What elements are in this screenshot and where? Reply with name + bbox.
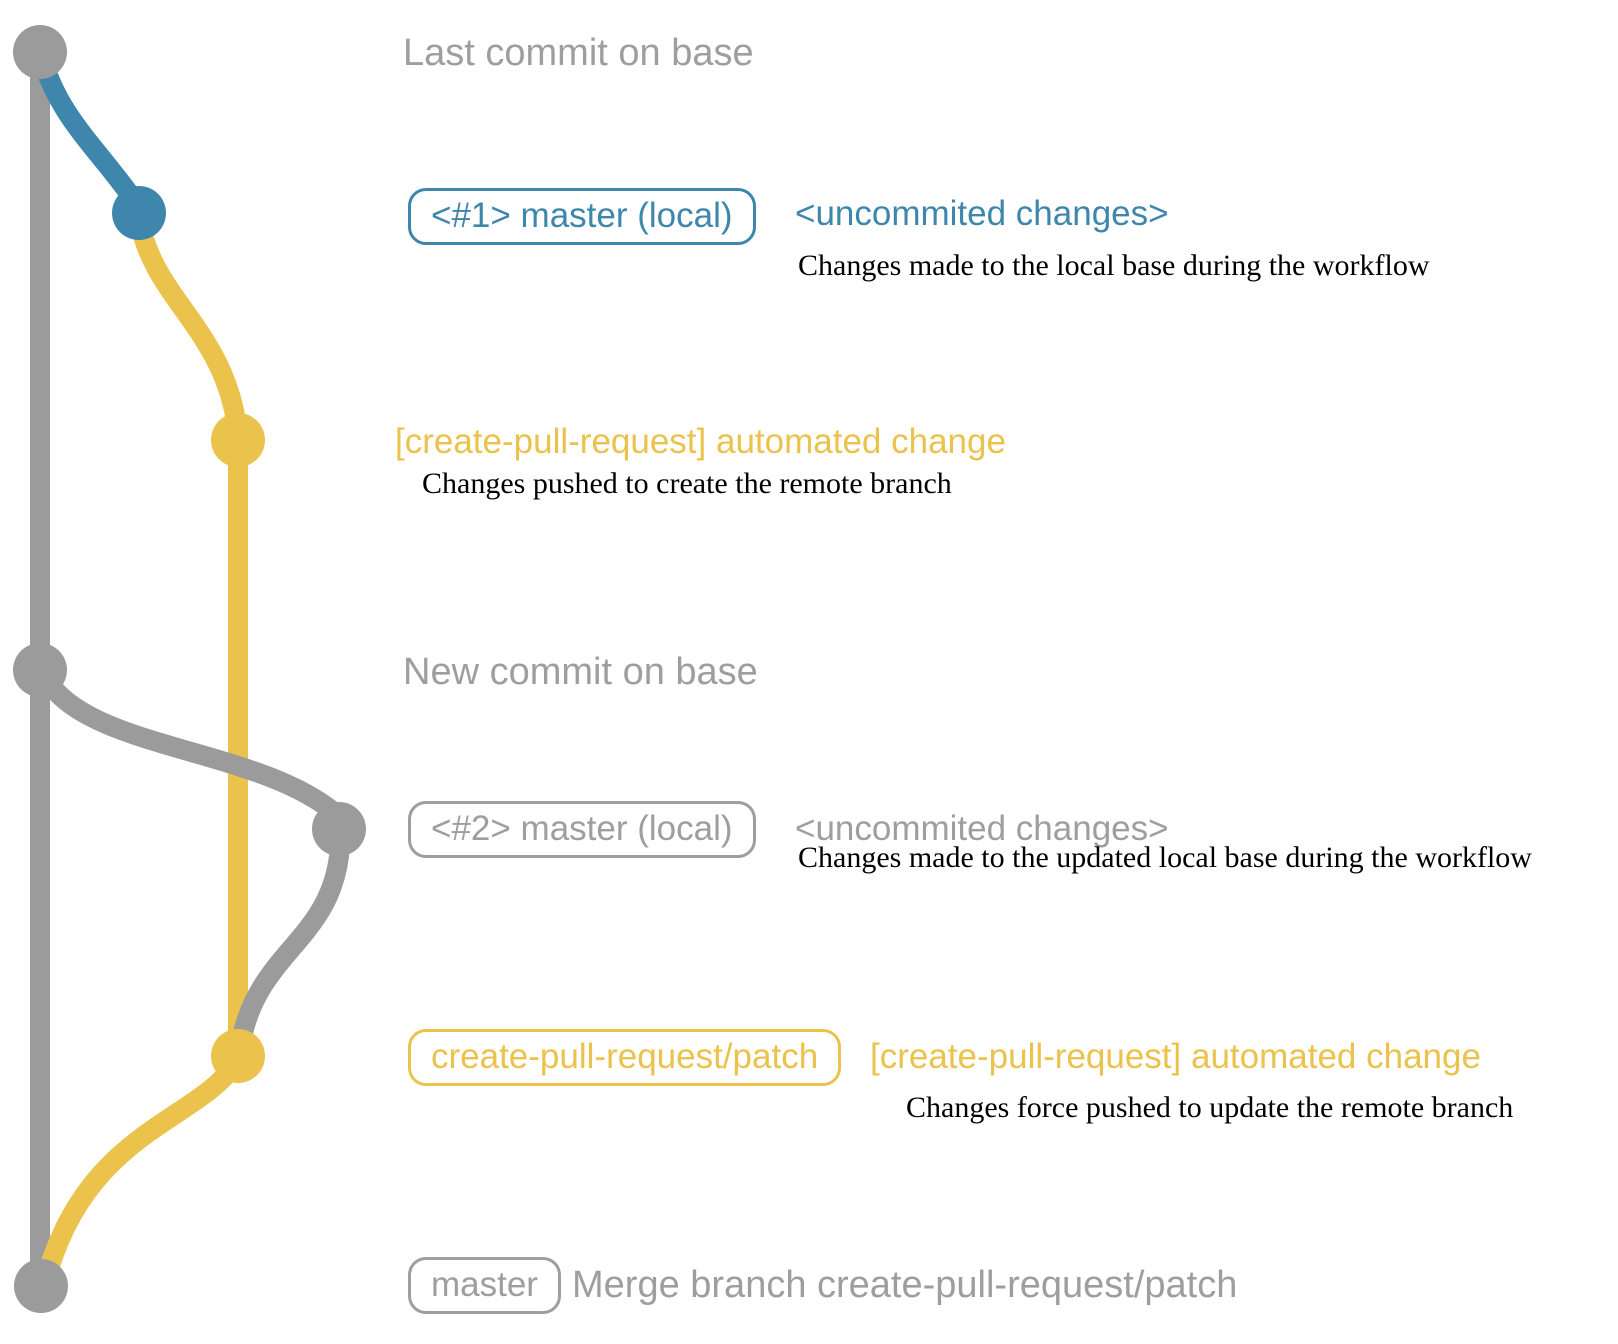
badge-master-local-2: <#2> master (local) <box>408 801 756 858</box>
commit-node-local-commit-1 <box>112 186 166 240</box>
note-pushed-to-create-remote-branch: Changes pushed to create the remote bran… <box>422 467 952 500</box>
note-updated-local-base-changes: Changes made to the updated local base d… <box>798 841 1532 874</box>
badge-create-pull-request-patch: create-pull-request/patch <box>408 1029 842 1086</box>
label-uncommited-changes-1: <uncommited changes> <box>795 194 1169 233</box>
label-merge-branch: Merge branch create-pull-request/patch <box>572 1264 1238 1306</box>
commit-node-patch-commit-1 <box>211 413 265 467</box>
edge-local-1-branch <box>32 48 148 216</box>
commit-node-merge-commit <box>14 1259 68 1313</box>
badge-master-local-1: <#1> master (local) <box>408 188 756 245</box>
commit-node-local-commit-2 <box>312 802 366 856</box>
annotation-last-commit-on-base: Last commit on base <box>403 32 754 74</box>
commit-node-new-commit-on-base <box>13 643 67 697</box>
commit-graph <box>13 25 366 1313</box>
label-automated-change-2: [create-pull-request] automated change <box>870 1037 1481 1076</box>
note-force-pushed-to-update-remote-branch: Changes force pushed to update the remot… <box>906 1091 1514 1124</box>
edge-merge-branch <box>38 1052 246 1282</box>
badge-master: master <box>408 1257 561 1314</box>
label-uncommited-changes-2: <uncommited changes> <box>795 809 1169 848</box>
edge-patch-1-branch <box>129 208 248 446</box>
commit-node-last-commit-on-base <box>13 25 67 79</box>
note-local-base-changes-1: Changes made to the local base during th… <box>798 249 1430 282</box>
edge-patch-2-branch <box>231 836 350 1052</box>
edge-local-2-branch <box>32 660 346 824</box>
label-automated-change-1: [create-pull-request] automated change <box>395 422 1006 461</box>
commit-node-patch-commit-2 <box>211 1029 265 1083</box>
annotation-new-commit-on-base: New commit on base <box>403 651 758 693</box>
